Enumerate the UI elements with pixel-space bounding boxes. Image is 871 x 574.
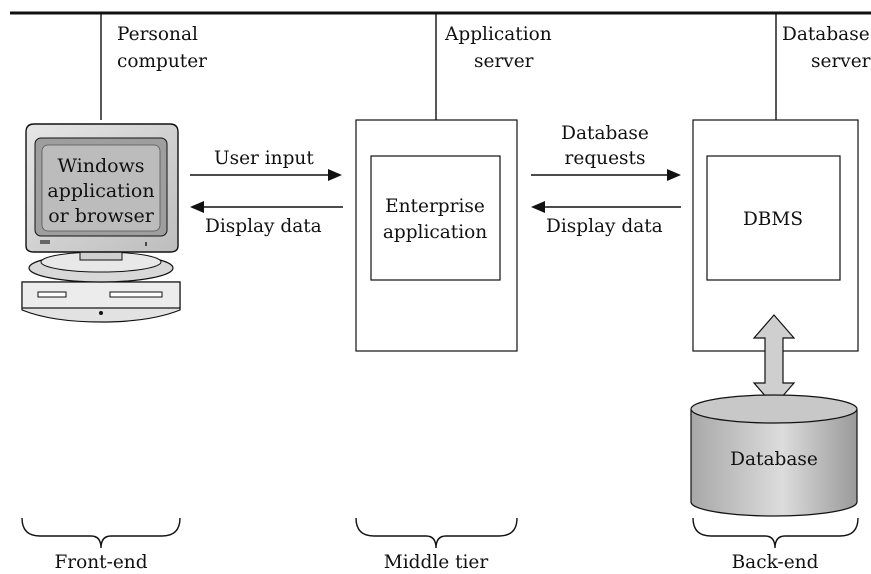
application-server-label-line2: server bbox=[474, 51, 534, 72]
dbms-label: DBMS bbox=[743, 209, 803, 230]
enterprise-application-label-line2: application bbox=[383, 222, 487, 243]
database-cylinder-label: Database bbox=[730, 449, 818, 470]
screen-text-line1: Windows bbox=[57, 155, 144, 177]
user-input-arrowhead bbox=[328, 169, 342, 181]
display-data-left-label: Display data bbox=[205, 216, 322, 237]
display-data-left-arrowhead bbox=[190, 201, 204, 213]
personal-computer-icon bbox=[21, 123, 181, 323]
back-end-brace bbox=[692, 517, 859, 549]
database-cylinder-icon bbox=[690, 394, 858, 517]
front-end-label: Front-end bbox=[54, 552, 147, 573]
enterprise-application-box bbox=[370, 155, 501, 281]
display-data-right-arrowhead bbox=[531, 201, 545, 213]
middle-tier-brace bbox=[355, 517, 518, 549]
database-server-label-line1: Database bbox=[782, 24, 870, 45]
front-end-brace bbox=[21, 517, 181, 549]
database-requests-arrowhead bbox=[667, 169, 681, 181]
application-server-label-line1: Application bbox=[444, 24, 552, 45]
user-input-label: User input bbox=[214, 148, 314, 169]
personal-computer-label-line1: Personal bbox=[117, 24, 198, 45]
enterprise-application-label-line1: Enterprise bbox=[385, 196, 485, 217]
back-end-label: Back-end bbox=[732, 552, 819, 573]
database-requests-label-line2: requests bbox=[565, 148, 646, 169]
dbms-box bbox=[706, 155, 841, 281]
display-data-right-label: Display data bbox=[546, 216, 663, 237]
personal-computer-label-line2: computer bbox=[117, 51, 207, 72]
screen-text-line3: or browser bbox=[48, 205, 155, 227]
database-requests-label-line1: Database bbox=[561, 123, 649, 144]
screen-text-line2: application bbox=[47, 180, 154, 202]
middle-tier-label: Middle tier bbox=[384, 552, 489, 573]
database-server-label-line2: server bbox=[811, 51, 871, 72]
